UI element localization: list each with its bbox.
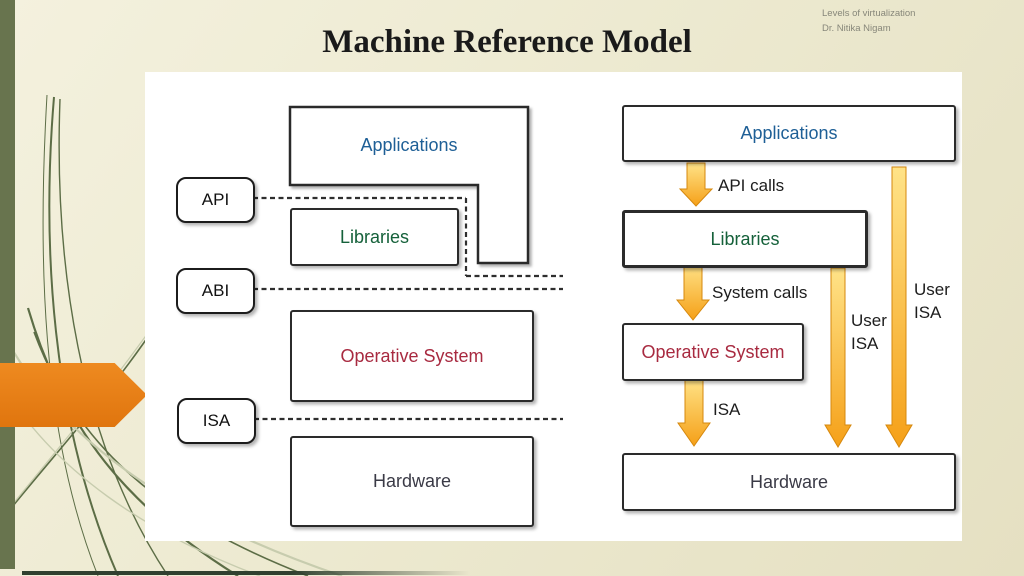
header-meta: Levels of virtualization Dr. Nitika Niga… [822, 6, 1012, 36]
api-text: API [201, 190, 230, 209]
isa-text: ISA [202, 411, 231, 430]
api-interface-label: API [176, 177, 255, 223]
api-calls-arrow [678, 162, 714, 207]
system-calls-arrow [675, 262, 711, 321]
abi-interface-label: ABI [176, 268, 255, 314]
abi-text: ABI [201, 281, 230, 300]
os-box-right: Operative System [622, 323, 804, 381]
accent-arrow-shape [0, 363, 147, 427]
isa-interface-label: ISA [177, 398, 256, 444]
user-isa-label-right: User ISA [914, 280, 950, 322]
hardware-label-right: Hardware [749, 471, 829, 492]
user-isa-arrow-right [885, 166, 913, 448]
slide-title: Machine Reference Model [322, 24, 692, 60]
bottom-edge-strip [22, 571, 470, 575]
libraries-label-right: Libraries [710, 228, 780, 249]
header-author: Dr. Nitika Nigam [822, 23, 891, 34]
user-isa-label-middle: User ISA [851, 311, 887, 353]
isa-arrow [677, 377, 711, 447]
os-label-left: Operative System [340, 345, 484, 366]
hardware-label-left: Hardware [372, 471, 452, 491]
os-box-left: Operative System [290, 310, 534, 402]
hardware-box-left: Hardware [290, 436, 534, 527]
libraries-box-right: Libraries [622, 210, 868, 268]
applications-label-right: Applications [740, 123, 838, 143]
os-label-right: Operative System [641, 341, 785, 362]
applications-label-left: Applications [360, 134, 458, 155]
system-calls-label: System calls [712, 283, 808, 302]
applications-shape-left [288, 105, 530, 265]
applications-box-right: Applications [622, 105, 956, 162]
api-calls-label: API calls [718, 176, 785, 195]
isa-arrow-label: ISA [713, 400, 741, 419]
libraries-box-left: Libraries [290, 208, 459, 266]
libraries-label-left: Libraries [339, 226, 410, 247]
user-isa-arrow-middle [824, 267, 852, 448]
hardware-box-right: Hardware [622, 453, 956, 511]
header-course: Levels of virtualization [822, 8, 916, 19]
